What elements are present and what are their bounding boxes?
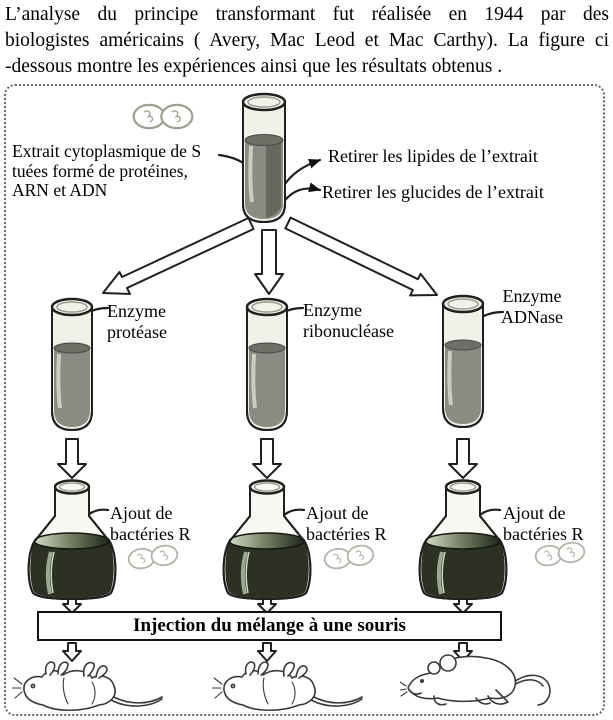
intro-line: L’analyse du principe transformant fut r… xyxy=(5,4,609,25)
intro-line: biologistes américains ( Avery, Mac Leod… xyxy=(5,30,609,51)
add-bacteria-label-1: Ajout de bactéries R xyxy=(110,503,191,544)
s-bacteria-icon xyxy=(132,102,194,131)
enzyme-label-protease: Enzyme protéase xyxy=(107,301,167,342)
down-arrow-tube-flask-2 xyxy=(252,438,282,479)
live-mouse-icon xyxy=(400,648,556,714)
pointer-arrow-lipids xyxy=(281,158,322,189)
r-bacteria-icon-2 xyxy=(322,541,377,572)
source-test-tube xyxy=(240,92,288,230)
enzyme-label-ribonuclease: Enzyme ribonucléase xyxy=(303,300,394,341)
r-bacteria-icon-1 xyxy=(126,541,181,572)
culture-flask-3 xyxy=(415,478,511,604)
split-arrow-left xyxy=(102,217,255,295)
dead-mouse-icon-1 xyxy=(12,654,164,716)
add-bacteria-label-3: Ajout de bactéries R xyxy=(503,503,584,544)
dead-mouse-icon-2 xyxy=(212,654,364,716)
culture-flask-2 xyxy=(219,478,315,604)
test-tube-adnase xyxy=(440,293,486,435)
split-arrow-right xyxy=(284,216,438,297)
treatment-glucides-label: Retirer les glucides de l’extrait xyxy=(322,182,544,202)
treatment-lipids-label: Retirer les lipides de l’extrait xyxy=(328,146,538,166)
culture-flask-1 xyxy=(24,478,120,604)
down-arrow-tube-flask-3 xyxy=(448,438,478,479)
test-tube-protease xyxy=(49,296,95,438)
add-bacteria-label-2: Ajout de bactéries R xyxy=(306,503,387,544)
experiment-diagram: Extrait cytoplasmique de S tuées formé d… xyxy=(4,84,605,716)
test-tube-ribonuclease xyxy=(244,296,290,438)
extract-label: Extrait cytoplasmique de S tuées formé d… xyxy=(12,141,202,200)
enzyme-label-adnase: Enzyme ADNase xyxy=(501,286,563,327)
intro-line: -dessous montre les expériences ainsi qu… xyxy=(5,56,503,77)
intro-paragraph: L’analyse du principe transformant fut r… xyxy=(5,2,609,80)
split-arrow-middle xyxy=(254,229,284,295)
down-arrow-tube-flask-1 xyxy=(57,438,87,479)
injection-box: Injection du mélange à une souris xyxy=(37,611,502,641)
